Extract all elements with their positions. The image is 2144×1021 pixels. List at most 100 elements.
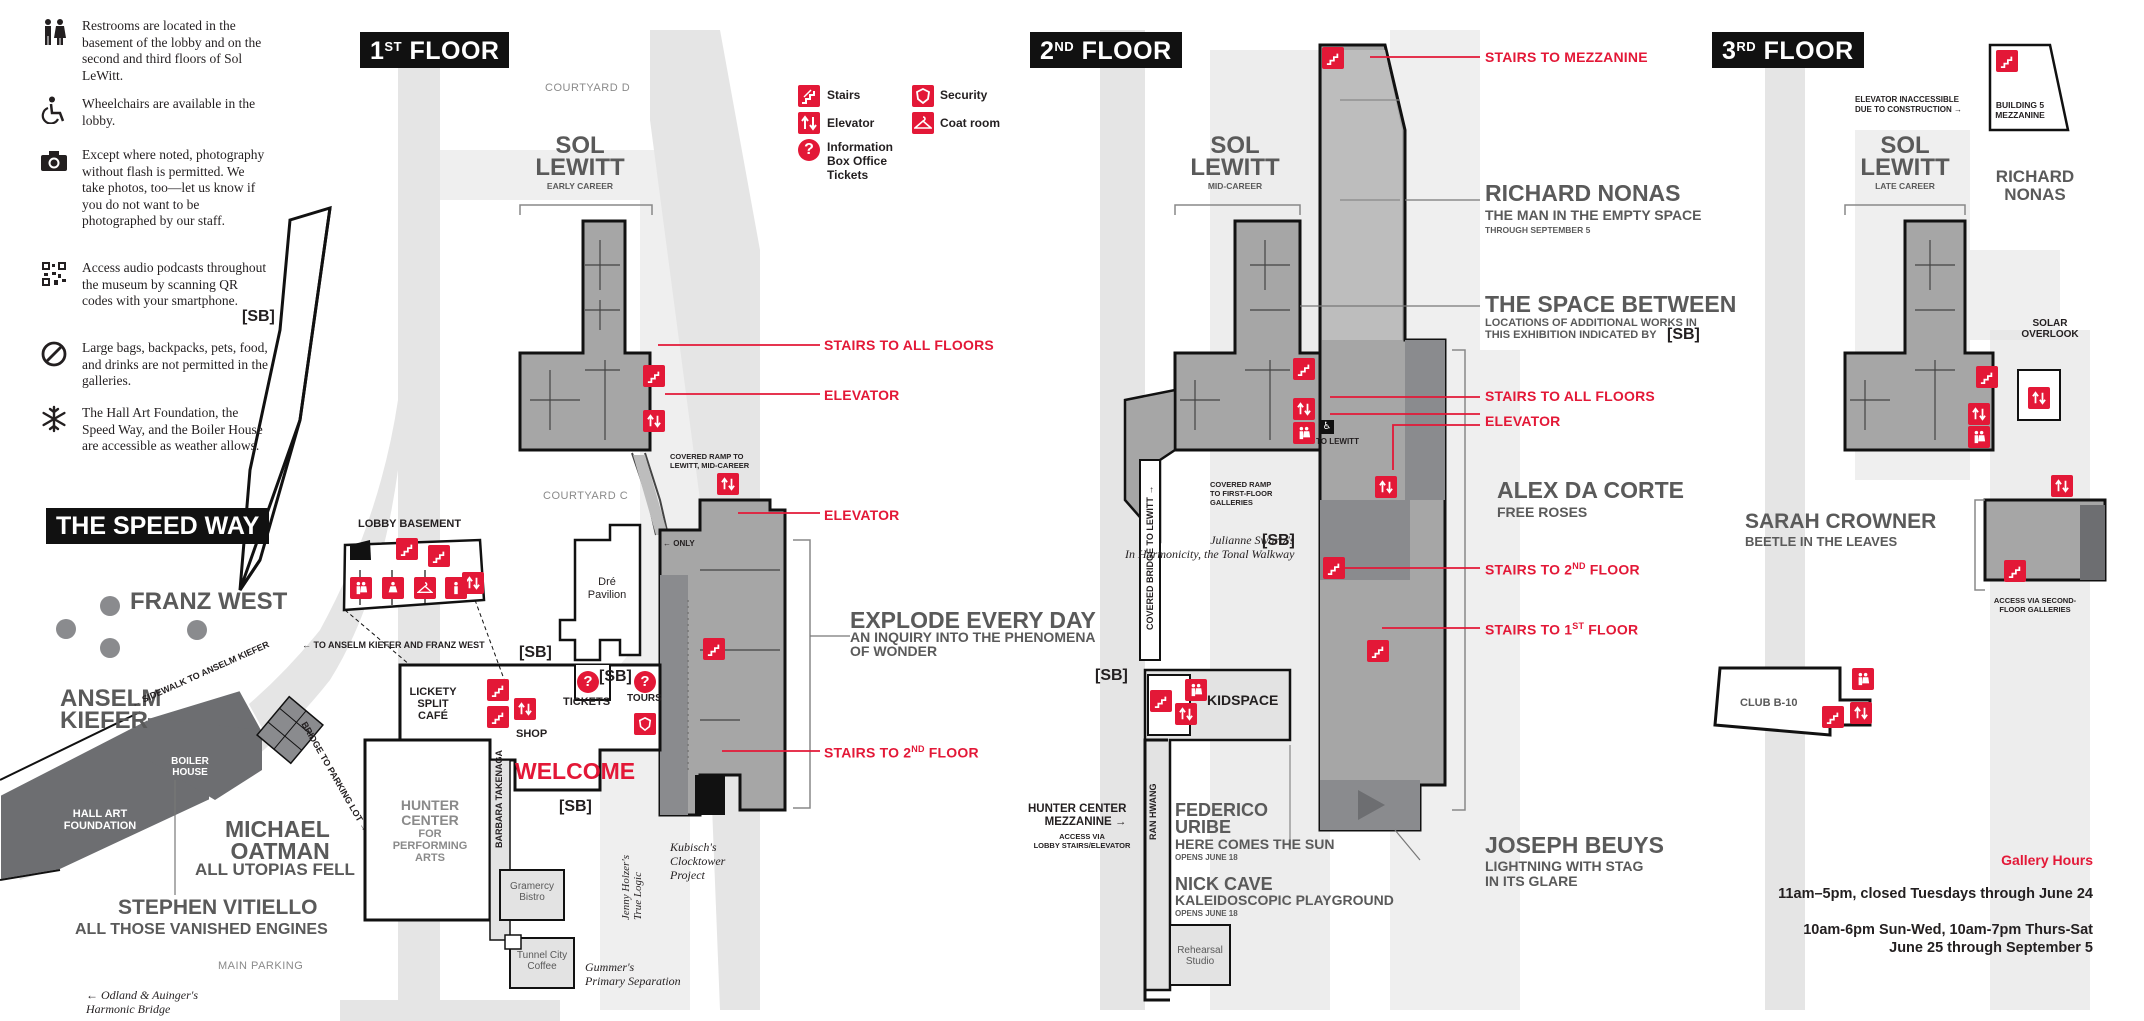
restroom-icon (40, 18, 68, 46)
bridge-to-parking (256, 695, 324, 765)
information-key-label: Information Box Office Tickets (827, 140, 893, 182)
floor2-covered-ramp-label: COVERED RAMP TO FIRST-FLOOR GALLERIES (1210, 480, 1273, 507)
floor3-title: 3RD FLOOR (1712, 32, 1864, 68)
nick-cave-title: NICK CAVE (1175, 874, 1273, 894)
elevator-icon (798, 112, 820, 134)
qr-note-text: Access audio podcasts throughout the mus… (82, 260, 267, 308)
elevator-inaccessible-label: ELEVATOR INACCESSIBLE DUE TO CONSTRUCTIO… (1855, 95, 1962, 114)
to-kiefer-label: ← TO ANSELM KIEFER AND FRANZ WEST (302, 640, 485, 650)
floor1-sol-lewitt-label: SOL LEWITT (535, 132, 625, 181)
floor3-sol-lewitt-building (1843, 219, 1995, 452)
kidspace-stairs-icon (1150, 690, 1172, 712)
explode-every-day-title: EXPLODE EVERY DAY (850, 607, 1096, 633)
no-entry-note-text: Large bags, backpacks, pets, food, and d… (82, 340, 268, 388)
julianne-swartz-note: Julianne Swartz's In Harmonicity, the To… (1125, 533, 1295, 561)
floor1-sb-lobby: [SB] (519, 644, 552, 661)
gramercy-bistro-building (499, 869, 565, 921)
joseph-beuys-title: JOSEPH BEUYS (1485, 832, 1664, 858)
no-entry-note: Large bags, backpacks, pets, food, and d… (40, 340, 270, 390)
floor1-elevator-icon (643, 410, 665, 432)
space-between-sb: [SB] (1667, 326, 1700, 343)
dre-pavilion-label: Dré Pavilion (587, 576, 627, 601)
sb-marker: [SB] (242, 308, 275, 325)
anselm-kiefer-label: ANSELM KIEFER (60, 685, 162, 734)
gummer-note: Gummer's Primary Separation (585, 960, 681, 988)
gramercy-bistro-label: Gramercy Bistro (510, 881, 554, 903)
stephen-vitiello-label: STEPHEN VITIELLO (118, 896, 318, 919)
dre-pavilion-building (558, 523, 642, 662)
federico-uribe-date: OPENS JUNE 18 (1175, 853, 1238, 862)
gallery-hours-line1: 11am–5pm, closed Tuesdays through June 2… (1778, 886, 2093, 902)
joseph-beuys-sub: LIGHTNING WITH STAG IN ITS GLARE (1485, 858, 1644, 889)
floor3-elevator-icon (1968, 403, 1990, 425)
floor2-stairs-all-label: STAIRS TO ALL FLOORS (1485, 388, 1655, 404)
hall-art-foundation-label: HALL ART FOUNDATION (63, 808, 137, 832)
solar-elevator-icon (2028, 387, 2050, 409)
explode-every-day-sub: AN INQUIRY INTO THE PHENOMENA OF WONDER (850, 629, 1096, 659)
covered-bridge-label: COVERED BRIDGE TO LEWITT → (1145, 485, 1155, 630)
lobby-elevator-icon (514, 698, 536, 720)
sarah-crowner-sub: BEETLE IN THE LEAVES (1745, 534, 1898, 549)
alex-da-corte-sub: FREE ROSES (1497, 504, 1588, 520)
floor2-sb-ramp: [SB] (1262, 532, 1295, 549)
club-restroom-icon (1852, 668, 1874, 690)
nick-cave-sub: KALEIDOSCOPIC PLAYGROUND (1175, 892, 1394, 908)
information-icon: ? (798, 139, 820, 161)
floor2-restroom-icon (1293, 422, 1315, 444)
floor2-sb-kidspace: [SB] (1095, 667, 1128, 684)
floor3-richard-nonas-label: RICHARD NONAS (1995, 167, 2075, 204)
space-between-sub: LOCATIONS OF ADDITIONAL WORKS IN THIS EX… (1485, 317, 1697, 341)
access-second-floor-label: ACCESS VIA SECOND- FLOOR GALLERIES (1993, 596, 2077, 614)
basement-stairs2-icon (428, 545, 450, 567)
lobby-stairs-icon (487, 679, 509, 701)
michael-oatman-label: MICHAEL OATMAN (225, 816, 330, 864)
alex-da-corte-title: ALEX DA CORTE (1497, 477, 1684, 503)
coat-room-key-label: Coat room (940, 116, 1000, 130)
stairs-key-label: Stairs (827, 88, 861, 102)
gallery-hours-line2: 10am-6pm Sun-Wed, 10am-7pm Thurs-Sat (1803, 922, 2093, 938)
floor1-stairs2-icon (703, 638, 725, 660)
lobby-stairs2-icon (487, 706, 509, 728)
wheelchair-note: Wheelchairs are available in the lobby. (40, 96, 270, 129)
floor2-stairs-1st-label: STAIRS TO 1ST FLOOR (1485, 621, 1639, 638)
floor1-elevator2-label: ELEVATOR (824, 507, 900, 523)
sarah-elevator-icon (2051, 475, 2073, 497)
richard-nonas-date: THROUGH SEPTEMBER 5 (1485, 225, 1591, 235)
nick-cave-date: OPENS JUNE 18 (1175, 909, 1238, 918)
franz-west-sculptures (56, 596, 207, 658)
welcome-label: WELCOME (515, 758, 636, 784)
camera-note: Except where noted, photography without … (40, 147, 270, 230)
gallery-hours-title: Gallery Hours (2001, 852, 2093, 868)
tours-label: TOURS (627, 693, 662, 704)
floor3-stairs-icon (1976, 366, 1998, 388)
courtyard-d-label: COURTYARD D (545, 82, 631, 94)
lobby-basement-label: LOBBY BASEMENT (358, 518, 462, 530)
basement-elevator-icon (462, 572, 484, 594)
qr-note: Access audio podcasts throughout the mus… (40, 260, 270, 310)
ticket-info-icon: ? (577, 671, 599, 693)
elevator-key-label: Elevator (827, 116, 875, 130)
floor1-sol-lewitt-building (518, 219, 652, 452)
camera-note-text: Except where noted, photography without … (82, 147, 265, 228)
boiler-house-label: BOILER HOUSE (171, 756, 209, 778)
solar-overlook-label: SOLAR OVERLOOK (2021, 318, 2079, 340)
camera-icon (40, 147, 68, 175)
no-entry-icon (40, 340, 68, 368)
main-parking-label: MAIN PARKING (218, 960, 304, 972)
kubisch-note: Kubisch's Clocktower Project (670, 840, 726, 882)
odland-note: ← Odland & Auinger's Harmonic Bridge (86, 988, 199, 1016)
floor3-sol-lewitt-label: SOL LEWITT (1860, 132, 1950, 181)
sarah-crowner-title: SARAH CROWNER (1745, 510, 1937, 533)
space-between-title: THE SPACE BETWEEN (1485, 291, 1737, 317)
kidspace-restroom-icon (1185, 679, 1207, 701)
snowflake-note: The Hall Art Foundation, the Speed Way, … (40, 405, 270, 455)
floor2-stairs-1st-icon (1367, 640, 1389, 662)
club-elevator-icon (1850, 702, 1872, 724)
hunter-mezz-label: HUNTER CENTER MEZZANINE → (1028, 803, 1127, 828)
qr-code-icon (40, 260, 68, 288)
shop-label: SHOP (516, 728, 548, 740)
federico-uribe-sub: HERE COMES THE SUN (1175, 836, 1335, 852)
floor1-title: 1ST FLOOR (360, 32, 510, 68)
floor2-stairs-icon (1293, 358, 1315, 380)
